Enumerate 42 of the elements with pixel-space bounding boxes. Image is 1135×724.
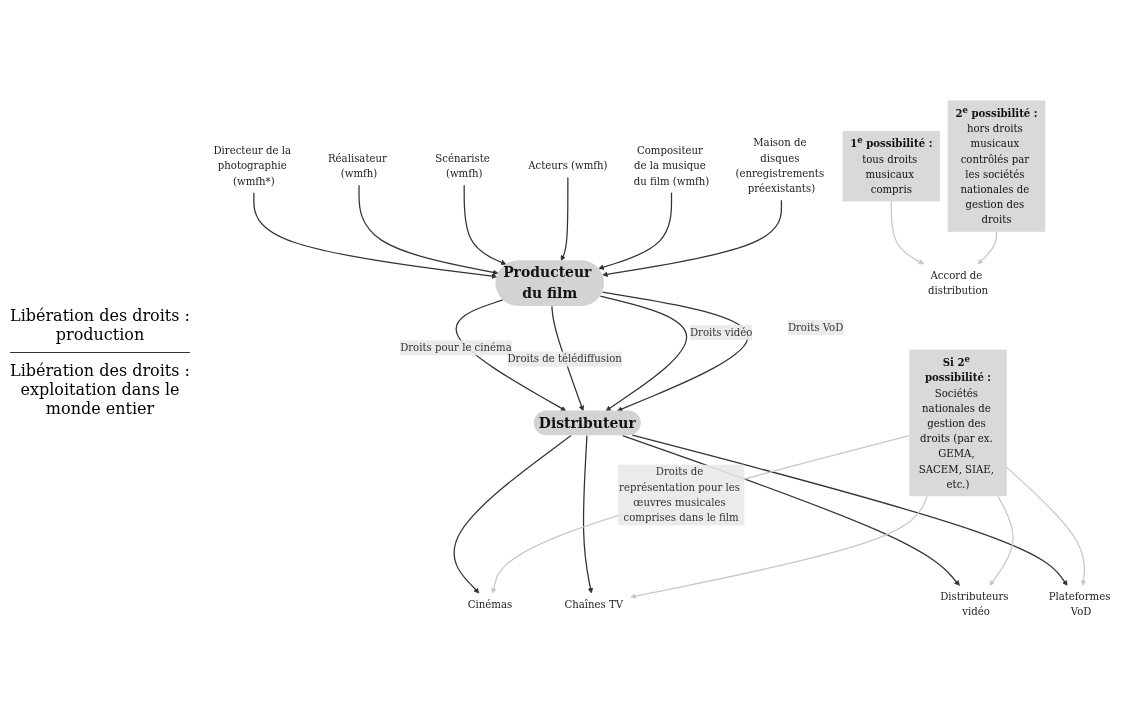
node-text: Plateformes VoD	[1048, 590, 1111, 618]
arrow	[890, 200, 925, 265]
arrow	[560, 176, 569, 261]
node-text: Cinémas	[467, 598, 513, 611]
node-text: Acteurs (wmfh)	[528, 159, 608, 172]
node-text: Distributeurs vidéo	[940, 590, 1009, 618]
edge-label: Droits vidéo	[689, 326, 753, 339]
node-box: Producteur du film	[495, 260, 604, 306]
arrow	[455, 299, 567, 412]
node-text: Accord de distribution	[928, 269, 989, 297]
node-text: Réalisateur (wmfh)	[327, 152, 387, 180]
node-text: Scénariste (wmfh)	[435, 152, 490, 180]
arrow	[602, 199, 783, 277]
edge-label: Droits de représentation pour les œuvres musicales comprises dans le film	[619, 465, 740, 524]
arrow	[631, 434, 1068, 586]
arrow	[1006, 466, 1087, 586]
arrow	[453, 434, 572, 594]
arrow	[621, 434, 960, 586]
arrow	[601, 291, 749, 412]
node-box: 2$^{e}$ possibilité : hors droits musicaux contrôlés par les sociétés nationales de gestion des droits	[947, 100, 1046, 232]
arrow	[598, 192, 673, 270]
edge-label: Droits VoD	[787, 321, 844, 334]
node-box: 1$^{e}$ possibilité : tous droits musicaux compris	[842, 130, 941, 202]
node-box: Distributeur	[533, 410, 641, 436]
arrow	[977, 231, 998, 265]
side-note: Libération des droits : production	[10, 305, 190, 346]
edge-label: Droits pour le cinéma	[400, 341, 512, 354]
arrow	[253, 192, 498, 279]
node-text: Chaînes TV	[564, 598, 623, 611]
arrow	[989, 495, 1014, 586]
arrow	[491, 435, 910, 594]
arrow	[599, 295, 688, 412]
arrow	[463, 184, 507, 265]
node-text: Maison de disques (enregistrements préexistants)	[735, 136, 825, 195]
arrow	[358, 184, 499, 276]
arrow	[582, 434, 594, 594]
edge-label: Droits de télédiffusion	[507, 352, 622, 365]
node-text: Compositeur de la musique du film (wmfh)	[633, 144, 710, 188]
side-note: Libération des droits : exploitation dans le monde entier	[10, 360, 190, 420]
node-text: Directeur de la photographie (wmfh*)	[213, 144, 292, 188]
node-box: Si 2$^{e}$ possibilité : Sociétés nationales de gestion des droits (par ex. GEMA, SACEM, SIAE, etc.)	[909, 349, 1007, 497]
arrow	[630, 495, 928, 599]
